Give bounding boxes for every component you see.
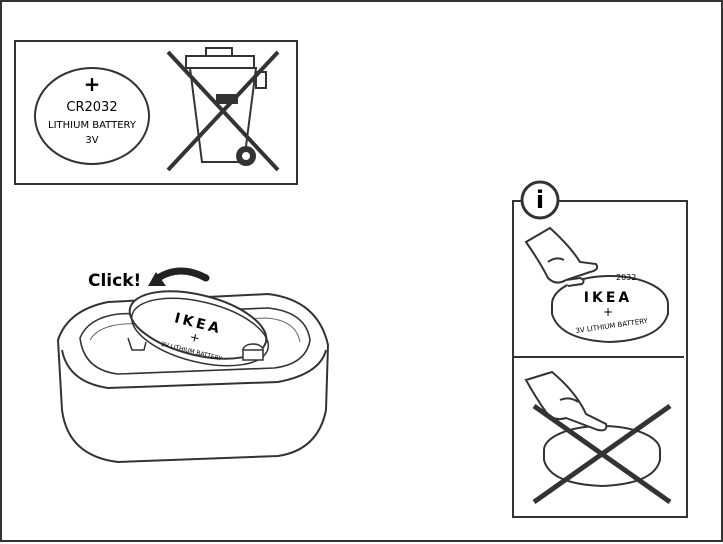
battery-holder-icon: IKEA + 3V LITHIUM BATTERY bbox=[56, 267, 330, 464]
cross-line-2 bbox=[532, 403, 672, 505]
hand-icon-wrong bbox=[524, 370, 608, 432]
hand-icon bbox=[524, 226, 599, 287]
tip-coin-model: 2032 bbox=[616, 273, 636, 282]
info-symbol: i bbox=[536, 186, 544, 214]
battery-disposal-panel bbox=[14, 40, 298, 185]
battery-voltage-label: 3V bbox=[85, 135, 98, 146]
click-label: Click! bbox=[88, 271, 141, 291]
incorrect-handling-illustration bbox=[524, 370, 672, 505]
holder-coin-plus: + bbox=[188, 330, 201, 346]
correct-handling-illustration: 2032 IKEA + 3V LITHIUM BATTERY bbox=[524, 226, 669, 344]
battery-plus-sign: + bbox=[84, 72, 101, 96]
handling-tips-panel bbox=[512, 200, 688, 518]
crossed-bin-icon bbox=[166, 47, 280, 172]
click-text: Click! bbox=[88, 271, 141, 291]
battery-type-label: LITHIUM BATTERY bbox=[48, 120, 137, 131]
battery-model-label: CR2032 bbox=[66, 100, 117, 115]
coin-battery-icon: + CR2032 LITHIUM BATTERY 3V bbox=[34, 67, 150, 165]
panel-divider bbox=[512, 356, 684, 358]
info-icon: i bbox=[520, 180, 560, 220]
tip-coin-brand: IKEA bbox=[584, 290, 632, 306]
tip-coin-plus: + bbox=[603, 305, 613, 319]
